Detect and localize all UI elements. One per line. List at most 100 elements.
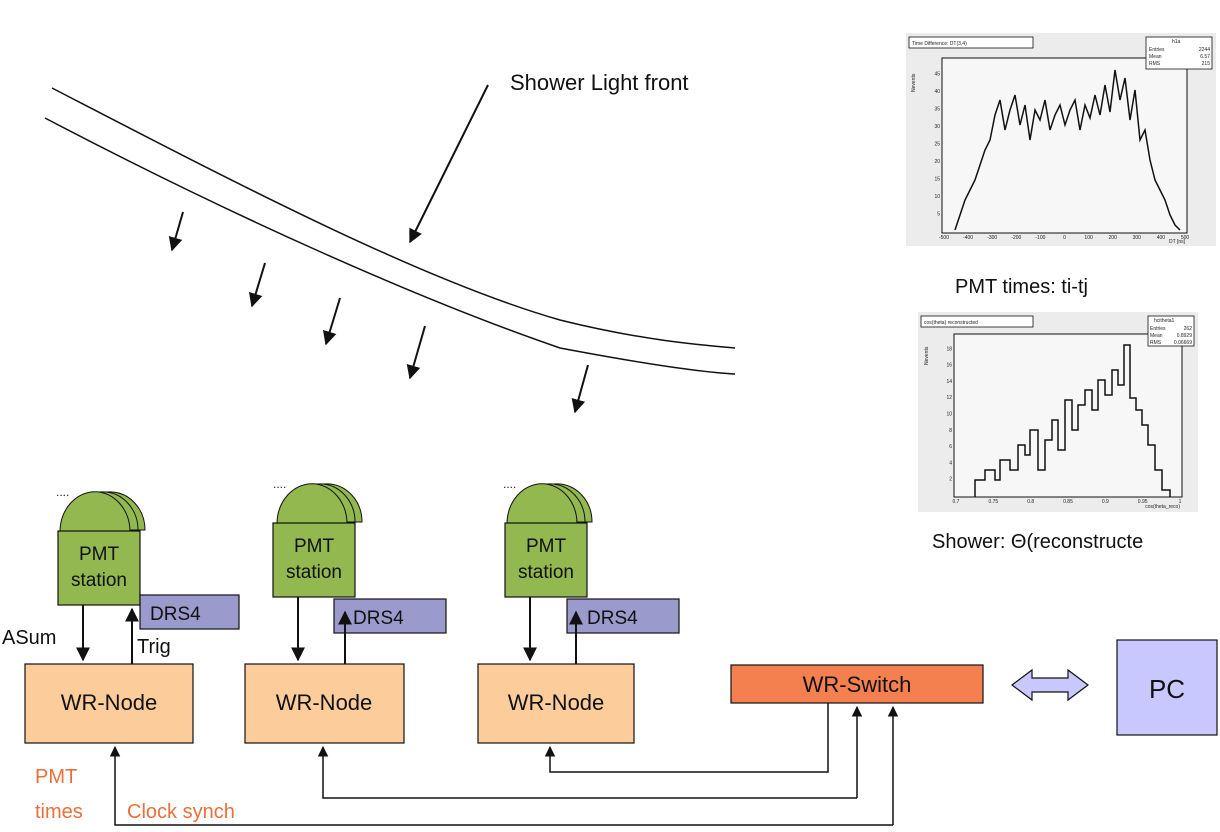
pmt-station-1-label-2: station — [71, 570, 127, 591]
drs4-3 — [566, 598, 680, 634]
pc-label: PC — [1149, 674, 1185, 704]
hist2-x-tick-label: 0.75 — [988, 499, 998, 505]
hist2-y-tick-label: 10 — [946, 412, 952, 418]
hist1-x-tick-label: -500 — [939, 235, 949, 241]
hist1-rms-label: RMS — [1149, 61, 1161, 67]
hist1-y-tick-label: 20 — [934, 159, 940, 165]
hist1-y-tick-label: 40 — [934, 89, 940, 95]
station-2-dots: .... — [273, 477, 286, 491]
drs4-2 — [333, 598, 447, 634]
hist1-x-tick-label: -100 — [1035, 235, 1045, 241]
drs4-1-label: DRS4 — [150, 604, 201, 625]
hist2-rms-label: RMS — [1150, 340, 1162, 346]
hist1-mean: 6.57 — [1200, 54, 1210, 60]
hist2-y-tick-label: 2 — [949, 477, 952, 483]
wr-node-2 — [244, 663, 405, 744]
pmt-station-1-label-1: PMT — [79, 544, 120, 565]
hist1-y-tick-label: 10 — [934, 194, 940, 200]
asum-label: ASum — [2, 627, 56, 649]
shower-front — [44, 87, 736, 375]
clock-sync-lines — [109, 703, 899, 826]
hist1-y-tick-label: 45 — [934, 72, 940, 78]
hist1-xlabel: DT [ns] — [1169, 239, 1186, 245]
station-3-dots: .... — [503, 477, 516, 491]
station-2: .... PMT station DRS4 WR-Node — [244, 477, 447, 744]
pmt-times-caption: PMT times: ti-tj — [955, 276, 1088, 298]
hist2-x-tick-label: 0.9 — [1102, 499, 1109, 505]
wr-node-3 — [477, 663, 635, 744]
hist1-x-tick-label: 400 — [1157, 235, 1166, 241]
hist2-stats-name: hcitheta1 — [1154, 318, 1175, 324]
pmt-station-3-label-1: PMT — [526, 536, 567, 557]
drs4-2-label: DRS4 — [353, 608, 404, 629]
drs4-1 — [139, 594, 240, 630]
hist1-y-tick-label: 35 — [934, 107, 940, 113]
shower-front-label: Shower Light front — [510, 70, 689, 95]
histogram-cos-theta: cos(theta) reconstructed hcitheta1 Entri… — [918, 312, 1198, 512]
hist1-y-tick-label: 15 — [934, 177, 940, 183]
hist2-entries-label: Entries — [1150, 326, 1166, 332]
hist2-x-tick-label: 0.7 — [953, 499, 960, 505]
hist1-x-tick-label: -300 — [987, 235, 997, 241]
pmt-station-1 — [57, 530, 141, 606]
hist2-x-tick-label: 1 — [1179, 499, 1182, 505]
wr-switch — [730, 664, 984, 704]
pmt-station-3-label-2: station — [518, 562, 574, 583]
hist1-rms: 215 — [1202, 61, 1211, 67]
bidirectional-arrow-icon — [1011, 668, 1089, 702]
drs4-3-label: DRS4 — [587, 608, 638, 629]
wr-switch-label: WR-Switch — [803, 672, 912, 697]
hist2-y-tick-label: 12 — [946, 395, 952, 401]
hist1-x-tick-label: -200 — [1011, 235, 1021, 241]
hist2-y-tick-label: 4 — [949, 460, 952, 466]
wr-node-1 — [24, 663, 194, 744]
hist1-entries: 2244 — [1199, 47, 1210, 53]
wr-node-1-label: WR-Node — [61, 690, 158, 715]
trig-label: Trig — [137, 636, 171, 658]
hist2-mean-label: Mean — [1150, 333, 1163, 339]
pmt-station-2-label-1: PMT — [294, 536, 335, 557]
hist1-y-tick-label: 30 — [934, 124, 940, 130]
hist2-y-tick-label: 14 — [946, 379, 952, 385]
histogram-time-difference: Time Difference: DT(3,4) h1a Entries 224… — [906, 33, 1216, 246]
pmt-times-label-1: PMT — [35, 766, 77, 788]
hist1-ylabel: Nevents — [911, 73, 917, 92]
hist1-stats-name: h1a — [1172, 39, 1181, 45]
shower-caption: Shower: Θ(reconstructe — [932, 531, 1143, 553]
hist2-x-tick-label: 0.95 — [1138, 499, 1148, 505]
hist2-y-tick-label: 6 — [949, 444, 952, 450]
shower-arrows — [168, 84, 589, 414]
hist2-y-tick-label: 16 — [946, 363, 952, 369]
hist1-title: Time Difference: DT(3,4) — [912, 41, 967, 47]
hist1-x-tick-label: 100 — [1084, 235, 1093, 241]
hist2-x-tick-label: 0.85 — [1063, 499, 1073, 505]
hist2-entries: 262 — [1184, 326, 1193, 332]
hist1-x-tick-label: 500 — [1181, 235, 1190, 241]
pmt-station-2-label-2: station — [286, 562, 342, 583]
pc-box — [1116, 639, 1218, 736]
hist2-xlabel: cos(theta_reco) — [1145, 504, 1180, 510]
hist1-y-tick-label: 25 — [934, 142, 940, 148]
hist2-rms: 0.06669 — [1174, 340, 1192, 346]
station-1: .... PMT station DRS4 WR-Node — [24, 485, 240, 744]
hist2-x-tick-label: 0.8 — [1027, 499, 1034, 505]
clock-synch-label: Clock synch — [127, 801, 235, 823]
hist1-entries-label: Entries — [1149, 47, 1165, 53]
hist2-mean: 0.8929 — [1177, 333, 1193, 339]
hist2-title: cos(theta) reconstructed — [924, 320, 978, 326]
wr-node-2-label: WR-Node — [276, 690, 373, 715]
pmt-station-2 — [272, 522, 356, 598]
station-3: .... PMT station DRS4 WR-Node — [477, 477, 680, 744]
hist1-mean-label: Mean — [1149, 54, 1162, 60]
hist1-x-tick-label: 0 — [1063, 235, 1066, 241]
pmt-station-3 — [504, 522, 588, 598]
hist1-y-tick-label: 5 — [937, 212, 940, 218]
hist2-y-tick-label: 8 — [949, 428, 952, 434]
hist2-ylabel: Nevents — [924, 346, 930, 365]
pmt-times-label-2: times — [35, 801, 83, 823]
hist1-x-tick-label: -400 — [963, 235, 973, 241]
station-1-dots: .... — [56, 485, 69, 499]
hist1-x-tick-label: 300 — [1133, 235, 1142, 241]
hist1-x-tick-label: 200 — [1109, 235, 1118, 241]
